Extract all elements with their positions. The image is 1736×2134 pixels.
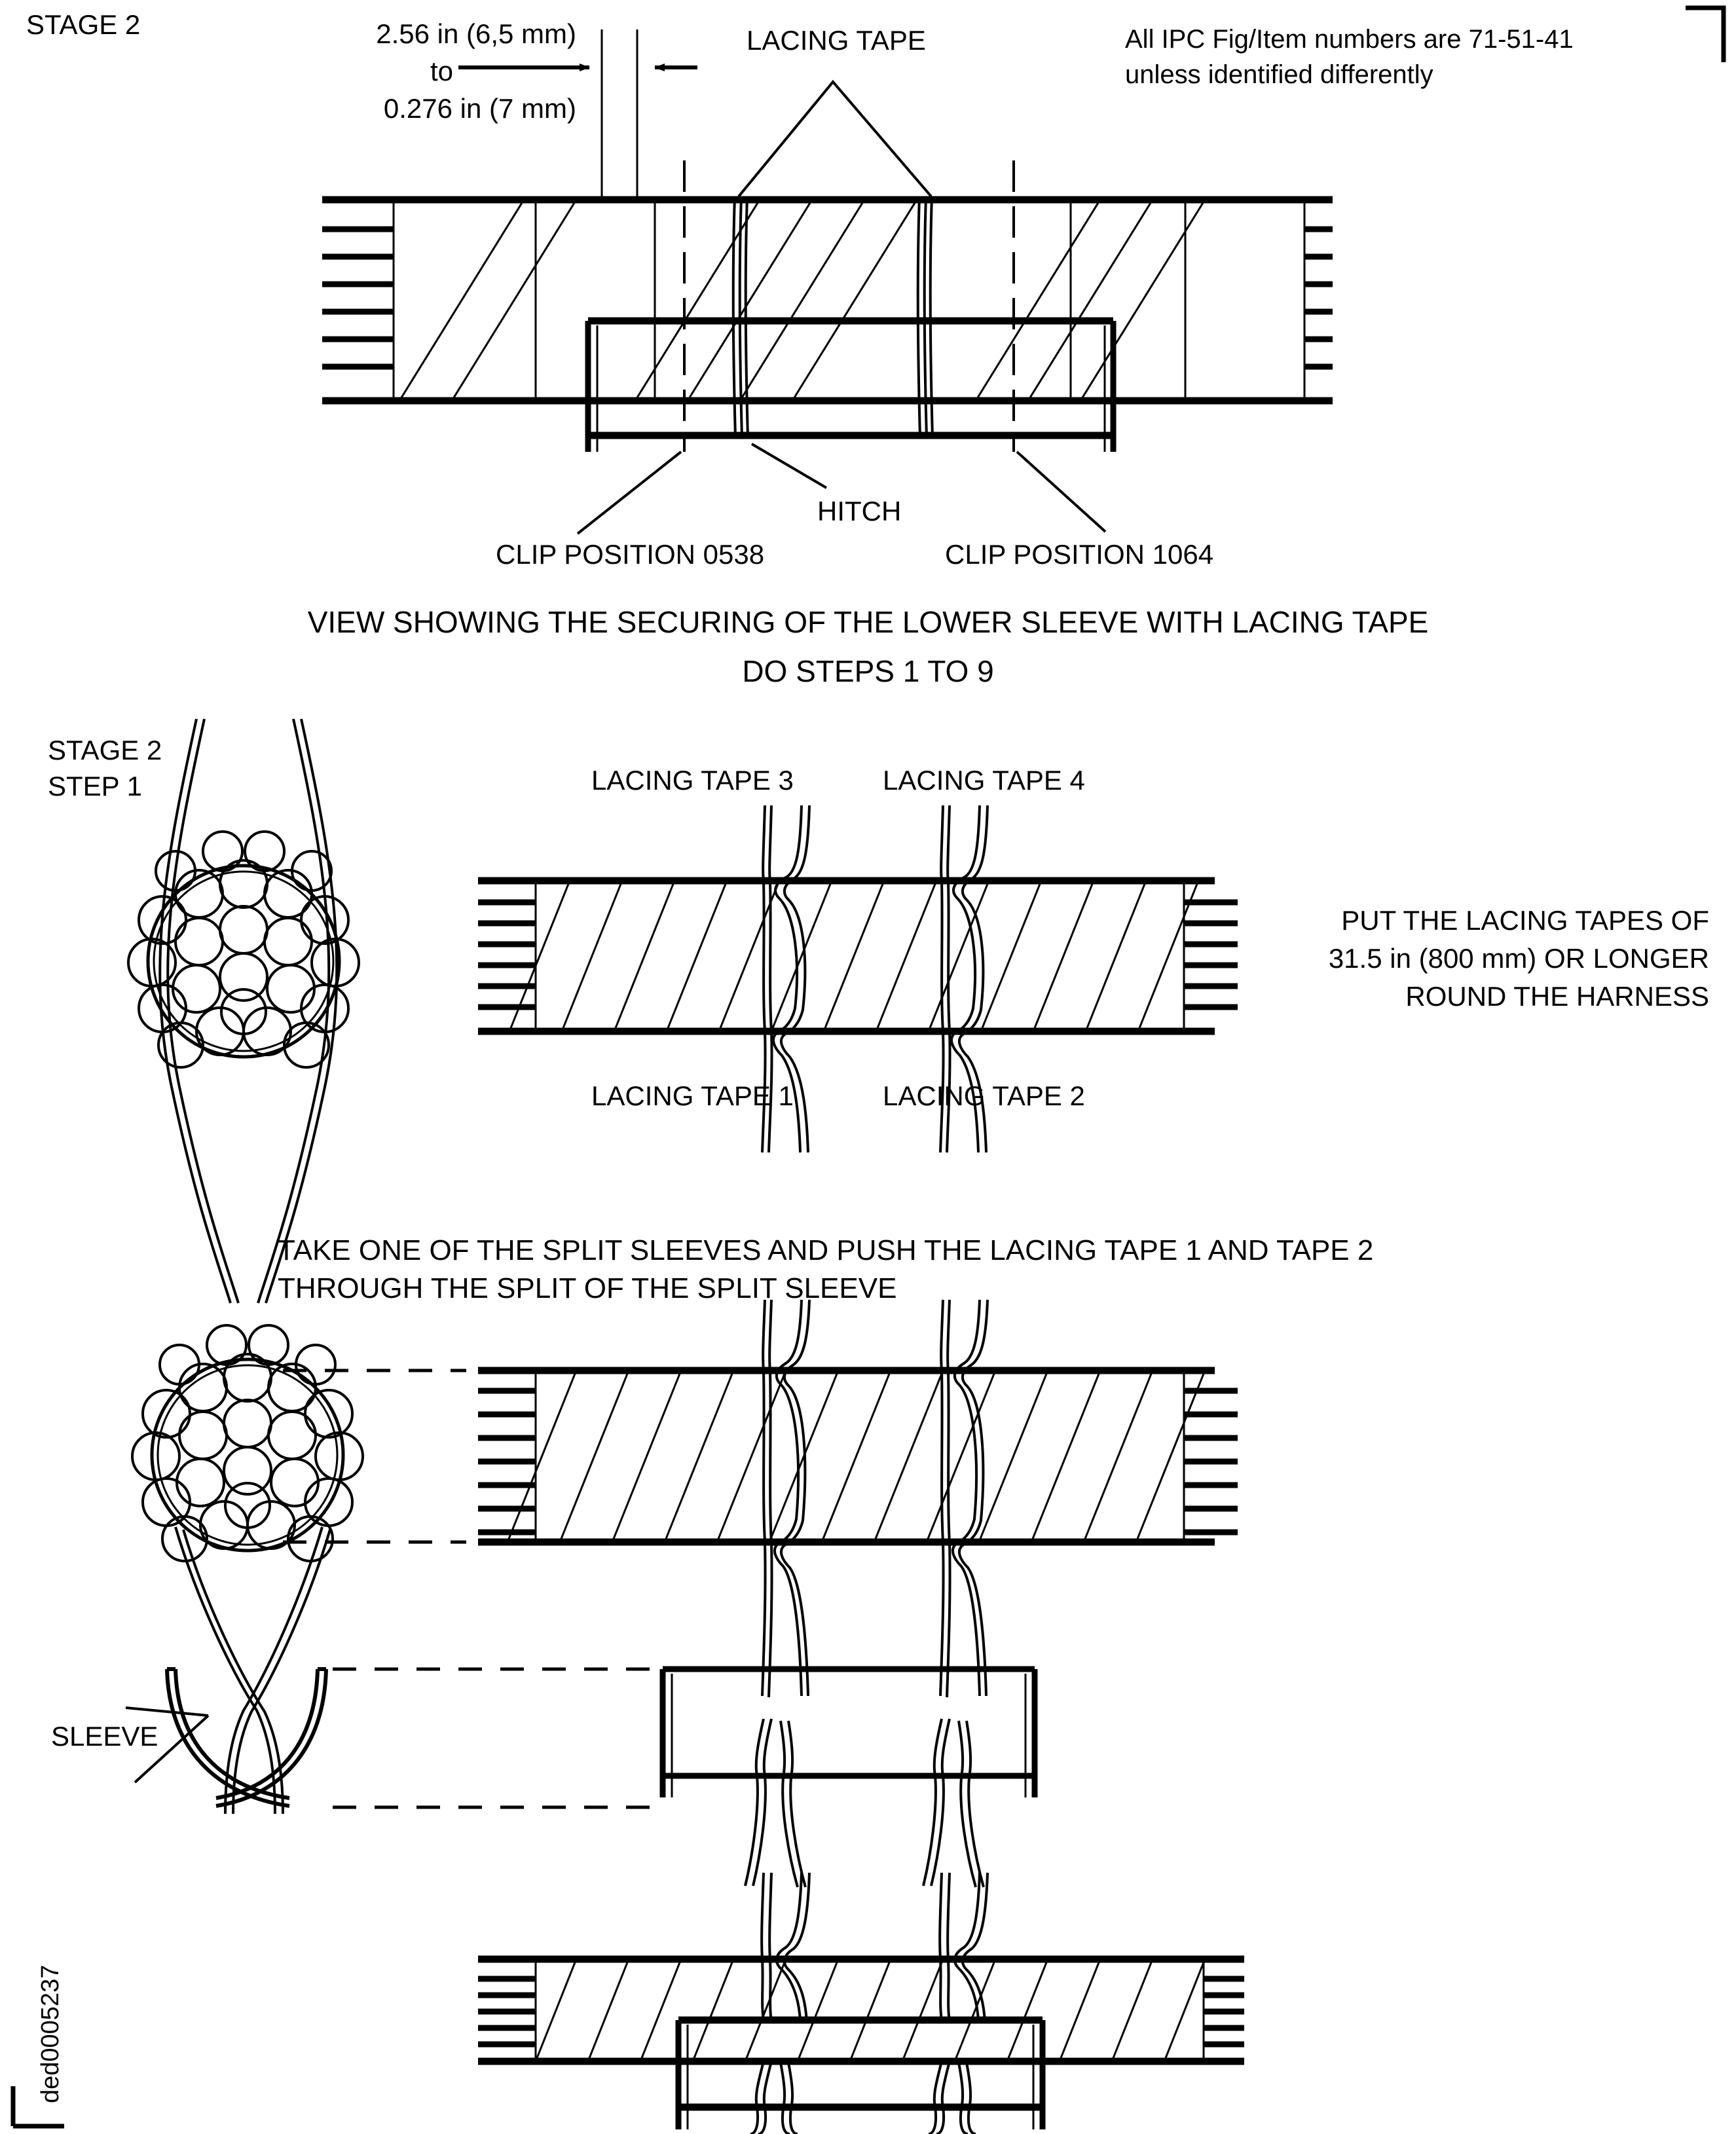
sleeve-leader-line: [125, 1706, 210, 1784]
tape-strand-right: [916, 196, 934, 438]
ipc-note-line-2: unless identified differently: [1125, 60, 1433, 89]
clip-position-right-label: CLIP POSITION 1064: [945, 539, 1214, 570]
lower-sleeve-rect: [585, 317, 1117, 452]
lacing-tape-callout: LACING TAPE: [747, 25, 926, 56]
lacing-tape-v-top: [737, 79, 933, 198]
step1-right-break-ticks: [1184, 899, 1238, 1010]
step1-harness-hatching: [508, 880, 1200, 1032]
corner-bracket-top-right: [1686, 5, 1726, 62]
corner-bracket-bottom-left: [10, 2086, 64, 2129]
lacing-tape-2-label: LACING TAPE 2: [883, 1080, 1085, 1111]
bundle-tape-strands-step1: [158, 718, 339, 1304]
harness-instruction-line-2: 31.5 in (800 mm) OR LONGER: [1328, 943, 1709, 974]
harness-instruction-line-1: PUT THE LACING TAPES OF: [1341, 905, 1709, 936]
callout-leader-lines: [576, 443, 1107, 535]
step1-tape-loop-left: [761, 805, 811, 1153]
ipc-note-line-1: All IPC Fig/Item numbers are 71-51-41: [1125, 25, 1574, 54]
top-harness-hatching: [398, 199, 1206, 401]
bottom-right-break-ticks: [1204, 1976, 1244, 2048]
clip-position-left-label: CLIP POSITION 0538: [496, 539, 765, 570]
split-sleeve-instruction-line-1: TAKE ONE OF THE SPLIT SLEEVES AND PUSH T…: [278, 1234, 1374, 1266]
step2-harness-hatching: [506, 1370, 1206, 1543]
dimension-arrows: [458, 29, 697, 200]
stage-label-top: STAGE 2: [26, 9, 141, 40]
top-caption-line-2: DO STEPS 1 TO 9: [742, 654, 994, 688]
step1-harness-body: [478, 877, 1215, 1035]
lacing-tape-1-label: LACING TAPE 1: [591, 1080, 794, 1111]
step1-tape-loop-right: [939, 805, 989, 1153]
step2-right-break-ticks: [1184, 1388, 1238, 1536]
step2-tape-loop-left: [761, 1299, 811, 1698]
bottom-harness-body: [478, 1955, 1244, 2065]
dimension-line-1: 2.56 in (6,5 mm): [376, 18, 576, 49]
split-sleeve-instruction-line-2: THROUGH THE SPLIT OF THE SPLIT SLEEVE: [278, 1272, 897, 1304]
stage-label-step1-line1: STAGE 2: [48, 735, 162, 765]
clip-position-centerlines: [683, 160, 1015, 452]
harness-bundle-cross-section-step1: [127, 830, 360, 1069]
dimension-line-2: to: [430, 56, 453, 86]
harness-instruction-line-3: ROUND THE HARNESS: [1405, 981, 1709, 1012]
lacing-tape-4-label: LACING TAPE 4: [883, 765, 1085, 796]
harness-bundle-cross-section-step2: [131, 1324, 364, 1562]
split-sleeve-open-arc: [165, 1667, 328, 1808]
hitch-callout: HITCH: [817, 496, 902, 526]
step1-left-break-ticks: [478, 899, 536, 1010]
tape-ends-below-sleeve-step2: [744, 1718, 985, 1888]
bottom-tape-strands: [760, 1872, 989, 2022]
split-sleeve-rect-step2: [659, 1666, 1038, 1797]
right-break-ticks: [1304, 226, 1333, 370]
sleeve-label: SLEEVE: [51, 1721, 158, 1752]
bottom-tape-ends: [750, 2061, 976, 2134]
top-harness-body: [322, 196, 1333, 405]
tape-strand-left: [731, 196, 749, 438]
step2-tape-loop-right: [939, 1299, 989, 1698]
bottom-split-sleeve-rect: [675, 2016, 1046, 2129]
step2-bundle-tape-strands: [174, 1526, 331, 1814]
left-break-ticks: [322, 226, 394, 370]
top-caption-line-1: VIEW SHOWING THE SECURING OF THE LOWER S…: [307, 605, 1429, 639]
bottom-left-break-ticks: [478, 1976, 536, 2048]
dimension-line-3: 0.276 in (7 mm): [383, 93, 576, 124]
step2-harness-body: [478, 1367, 1215, 1546]
lacing-tape-3-label: LACING TAPE 3: [591, 765, 794, 796]
step2-left-break-ticks: [478, 1388, 536, 1536]
projection-dashed-lines: [283, 1369, 663, 1809]
stage-label-step1-line2: STEP 1: [48, 771, 142, 801]
bottom-harness-hatching: [534, 1959, 1206, 2062]
